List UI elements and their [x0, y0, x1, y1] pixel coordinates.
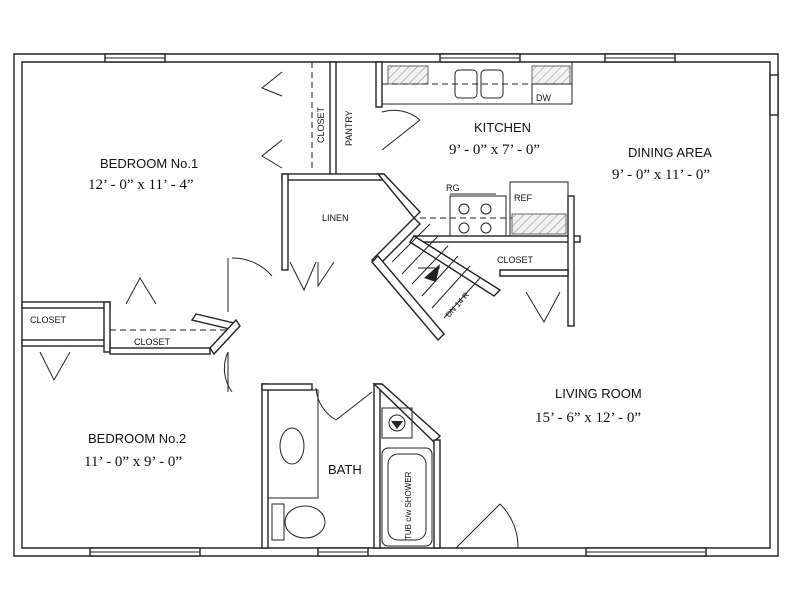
exterior-walls [13, 53, 779, 557]
living-size: 15’ - 6” x 12’ - 0” [535, 410, 641, 426]
pantry-label: PANTRY [344, 110, 354, 146]
bath-name: BATH [328, 462, 362, 477]
linen-label: LINEN [322, 213, 349, 223]
closet-label-top: CLOSET [316, 106, 326, 143]
refrigerator-icon [509, 181, 569, 237]
rg-label: RG [446, 183, 460, 193]
bath-fixtures [267, 389, 433, 547]
kitchen-name: KITCHEN [474, 120, 531, 135]
dw-label: DW [536, 93, 551, 103]
kitchen-size: 9’ - 0” x 7’ - 0” [449, 142, 540, 158]
water-heater-icon [381, 407, 413, 439]
bedroom2-size: 11’ - 0” x 9’ - 0” [84, 454, 182, 470]
bedroom2-name: BEDROOM No.2 [88, 431, 186, 446]
interior-walls [21, 61, 581, 549]
windows [89, 53, 779, 557]
living-name: LIVING ROOM [555, 386, 642, 401]
bathtub-icon [381, 447, 433, 547]
dining-size: 9’ - 0” x 11’ - 0” [612, 167, 710, 183]
sink-icon [454, 69, 504, 99]
kitchen-counter [381, 61, 573, 105]
staircase [391, 223, 481, 319]
sink-icon [279, 427, 305, 465]
toilet-icon [271, 503, 326, 541]
room-labels: BEDROOM No.1 12’ - 0” x 11’ - 4” BEDROOM… [84, 120, 712, 477]
doors [223, 109, 519, 549]
bedroom1-name: BEDROOM No.1 [100, 156, 198, 171]
bifold-doors [39, 62, 561, 382]
tub-label: TUB c/w SHOWER [404, 471, 413, 540]
ref-label: REF [514, 193, 533, 203]
dining-name: DINING AREA [628, 145, 712, 160]
bedroom1-size: 12’ - 0” x 11’ - 4” [88, 177, 194, 193]
closet-label-right: CLOSET [497, 255, 534, 265]
closet-label-mid: CLOSET [134, 337, 171, 347]
stairs-label: DN 14 R [444, 290, 471, 319]
closet-label-left: CLOSET [30, 315, 67, 325]
